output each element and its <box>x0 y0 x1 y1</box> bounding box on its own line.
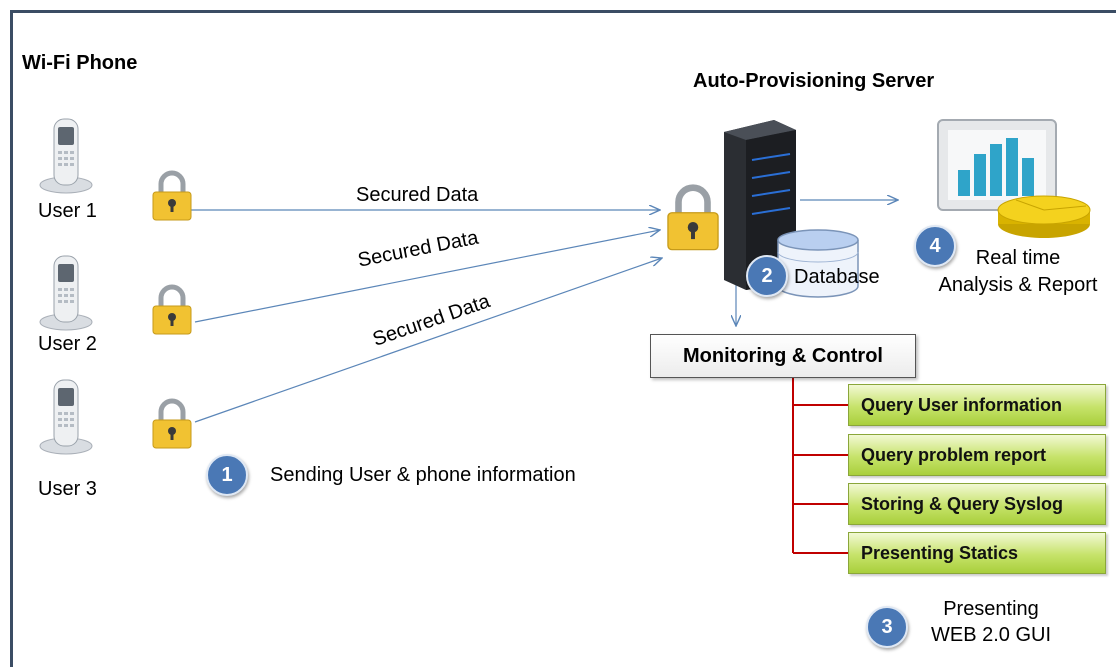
wifi-phone-title: Wi-Fi Phone <box>22 52 138 74</box>
step-badge-3: 3 <box>866 606 908 648</box>
monitoring-control-box: Monitoring & Control <box>650 334 916 378</box>
analytics-monitor-icon <box>937 119 1091 238</box>
user-label-3: User 3 <box>38 478 97 500</box>
phone-icon <box>39 379 93 455</box>
step4-text-line2: Analysis & Report <box>938 274 1098 296</box>
database-icon <box>777 229 859 298</box>
padlock-icon <box>152 284 192 335</box>
step-badge-4: 4 <box>914 225 956 267</box>
monitoring-item-query-user: Query User information <box>848 384 1106 426</box>
monitoring-control-title: Monitoring & Control <box>683 344 883 367</box>
padlock-icon <box>152 170 192 221</box>
step3-text-line2: WEB 2.0 GUI <box>930 624 1052 646</box>
link-label-1: Secured Data <box>356 184 479 206</box>
phone-icon <box>39 255 93 331</box>
monitoring-item-label: Presenting Statics <box>861 542 1019 563</box>
step4-text-line1: Real time <box>975 247 1061 269</box>
step2-text: Database <box>794 266 880 288</box>
monitoring-item-presenting-statics: Presenting Statics <box>848 532 1106 574</box>
user-label-1: User 1 <box>38 200 97 222</box>
link-line-user3 <box>194 258 662 423</box>
phone-icon <box>39 118 93 194</box>
step3-text-line1: Presenting <box>943 598 1039 620</box>
monitoring-item-label: Query User information <box>861 394 1063 415</box>
diagram-frame <box>10 10 1116 667</box>
monitoring-item-syslog: Storing & Query Syslog <box>848 483 1106 525</box>
monitoring-item-query-problem: Query problem report <box>848 434 1106 476</box>
link-line-user2 <box>194 230 660 323</box>
monitoring-item-label: Query problem report <box>861 444 1047 465</box>
monitoring-tree-lines <box>792 378 848 554</box>
step1-text: Sending User & phone information <box>270 464 576 486</box>
padlock-icon <box>667 184 719 251</box>
step-badge-1: 1 <box>206 454 248 496</box>
server-title: Auto-Provisioning Server <box>693 70 935 92</box>
padlock-icon <box>152 398 192 449</box>
step-badge-2: 2 <box>746 255 788 297</box>
monitoring-item-label: Storing & Query Syslog <box>861 493 1064 514</box>
user-label-2: User 2 <box>38 333 97 355</box>
